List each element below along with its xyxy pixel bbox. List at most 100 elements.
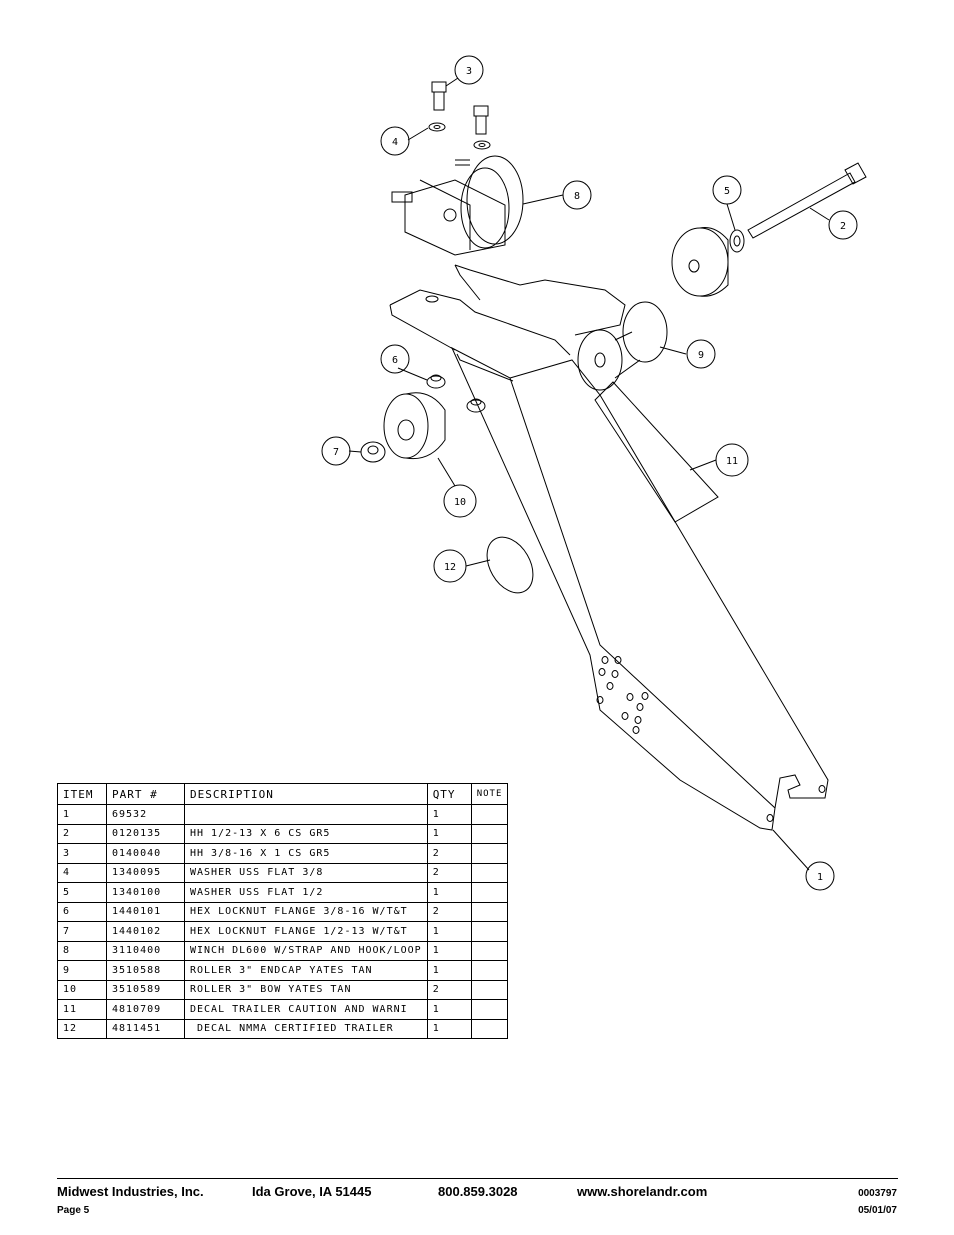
cell-item: 4 — [57, 862, 107, 883]
cell-description: DECAL TRAILER CAUTION AND WARNI — [184, 999, 428, 1020]
washer-item-5 — [729, 229, 745, 253]
decal-item-11 — [594, 381, 719, 523]
cell-part: 1440102 — [106, 921, 185, 942]
callout-7: 7 — [321, 436, 351, 466]
cell-part: 3110400 — [106, 940, 185, 961]
footer-doc-number: 0003797 — [858, 1188, 897, 1199]
header-note: NOTE — [470, 783, 509, 805]
callout-label: 5 — [724, 186, 730, 197]
callout-9: 9 — [686, 339, 716, 369]
winch — [391, 155, 524, 256]
cell-item: 3 — [57, 843, 107, 864]
cell-description: HH 3/8-16 X 1 CS GR5 — [184, 843, 428, 864]
cell-part: 4811451 — [106, 1018, 185, 1039]
cell-part: 1440101 — [106, 901, 185, 922]
cell-note — [470, 1018, 509, 1039]
cell-qty: 2 — [426, 843, 472, 864]
cell-item: 7 — [57, 921, 107, 942]
cell-qty: 1 — [426, 804, 472, 825]
header-part-number: PART # — [106, 783, 185, 805]
footer-phone: 800.859.3028 — [438, 1184, 518, 1199]
cell-item: 9 — [57, 960, 107, 981]
cell-part: 3510588 — [106, 960, 185, 981]
cell-part: 3510589 — [106, 979, 185, 1000]
cell-item: 11 — [57, 999, 107, 1020]
cell-part: 0120135 — [106, 823, 185, 844]
locknut-item-6 — [426, 374, 486, 413]
cell-description — [184, 804, 428, 825]
callout-label: 2 — [840, 221, 846, 232]
cell-part: 0140040 — [106, 843, 185, 864]
washer-item-4 — [428, 122, 491, 150]
cell-description: DECAL NMMA CERTIFIED TRAILER — [184, 1018, 428, 1039]
footer-divider — [57, 1178, 898, 1179]
cell-qty: 2 — [426, 862, 472, 883]
callout-11: 11 — [715, 443, 749, 477]
roller-upper — [671, 227, 729, 297]
cell-qty: 1 — [426, 940, 472, 961]
bolt-item-2 — [747, 162, 867, 239]
cell-description: ROLLER 3" BOW YATES TAN — [184, 979, 428, 1000]
cell-item: 8 — [57, 940, 107, 961]
callout-8: 8 — [562, 180, 592, 210]
winch-stand-arm — [389, 264, 829, 831]
callout-10: 10 — [443, 484, 477, 518]
callout-label: 8 — [574, 191, 580, 202]
footer-page-number: Page 5 — [57, 1205, 90, 1216]
cell-item: 5 — [57, 882, 107, 903]
cell-qty: 1 — [426, 999, 472, 1020]
cell-part: 1340095 — [106, 862, 185, 883]
cell-description: HEX LOCKNUT FLANGE 1/2-13 W/T&T — [184, 921, 428, 942]
cell-qty: 1 — [426, 823, 472, 844]
locknut-item-7 — [360, 441, 386, 463]
cell-qty: 1 — [426, 921, 472, 942]
cell-note — [470, 804, 509, 825]
callout-label: 1 — [817, 872, 823, 883]
cell-description: WASHER USS FLAT 1/2 — [184, 882, 428, 903]
cell-note — [470, 901, 509, 922]
callout-6: 6 — [380, 344, 410, 374]
callout-label: 4 — [392, 137, 398, 148]
callout-label: 9 — [698, 350, 704, 361]
callout-label: 3 — [466, 66, 472, 77]
cell-description: WASHER USS FLAT 3/8 — [184, 862, 428, 883]
callout-1: 1 — [805, 861, 835, 891]
footer-date: 05/01/07 — [858, 1205, 897, 1216]
callout-12: 12 — [433, 549, 467, 583]
cell-note — [470, 843, 509, 864]
cell-description: HEX LOCKNUT FLANGE 3/8-16 W/T&T — [184, 901, 428, 922]
roller-endcap-item-9 — [577, 301, 668, 391]
footer-company: Midwest Industries, Inc. — [57, 1184, 204, 1199]
callout-label: 10 — [454, 497, 466, 508]
footer-location: Ida Grove, IA 51445 — [252, 1184, 372, 1199]
footer-website: www.shorelandr.com — [577, 1184, 708, 1199]
cell-part: 4810709 — [106, 999, 185, 1020]
cell-note — [470, 999, 509, 1020]
callout-label: 11 — [726, 456, 738, 467]
table-header-row: ITEM PART # DESCRIPTION QTY NOTE — [57, 783, 509, 805]
roller-bow-item-10 — [383, 392, 446, 460]
cell-description: WINCH DL600 W/STRAP AND HOOK/LOOP — [184, 940, 428, 961]
cell-description: ROLLER 3" ENDCAP YATES TAN — [184, 960, 428, 981]
bolt-item-3 — [431, 81, 489, 135]
header-item: ITEM — [57, 783, 107, 805]
cell-part: 1340100 — [106, 882, 185, 903]
callout-3: 3 — [454, 55, 484, 85]
callout-5: 5 — [712, 175, 742, 205]
cell-item: 1 — [57, 804, 107, 825]
decal-item-12 — [486, 536, 534, 594]
cell-note — [470, 823, 509, 844]
cell-note — [470, 862, 509, 883]
callout-label: 12 — [444, 562, 456, 573]
cell-note — [470, 979, 509, 1000]
